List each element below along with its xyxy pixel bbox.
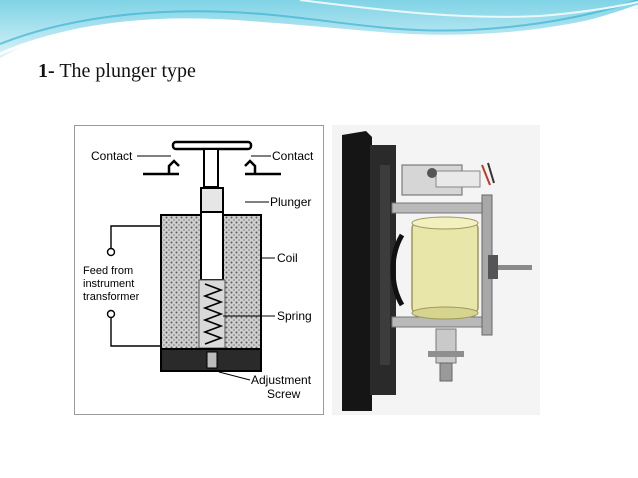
heading-text: The plunger type — [59, 60, 196, 82]
relay-photo — [332, 125, 540, 415]
label-plunger: Plunger — [270, 195, 311, 209]
adjustment-screw — [206, 351, 218, 369]
label-spring: Spring — [277, 309, 312, 323]
relay-coil — [411, 220, 479, 316]
spring — [202, 283, 224, 345]
plunger-relay-diagram: Contact Contact Plunger Coil Feed from i… — [74, 125, 324, 415]
feed-wire-top — [110, 225, 161, 248]
relay-photo-drawing — [332, 125, 540, 415]
contact-bar — [171, 140, 253, 151]
label-adjustment-2: Screw — [267, 387, 301, 401]
relay-base — [342, 131, 372, 411]
plunger-core — [200, 187, 224, 213]
contact-left-symbol — [143, 159, 180, 176]
label-coil: Coil — [277, 251, 298, 265]
feed-wire-bottom — [110, 318, 161, 347]
label-feed-3: transformer — [83, 291, 140, 303]
contact-right-symbol — [244, 159, 281, 176]
heading-number: 1- — [38, 60, 55, 82]
label-feed-1: Feed from — [83, 265, 133, 277]
label-adjustment-1: Adjustment — [251, 373, 312, 387]
diagram-drawing: Contact Contact Plunger Coil Feed from i… — [83, 140, 314, 401]
plunger-stem — [203, 148, 219, 188]
slide-heading: 1- The plunger type — [38, 60, 196, 83]
label-contact-left: Contact — [91, 149, 133, 163]
header-wave-decoration — [0, 0, 638, 58]
label-feed-2: instrument — [83, 278, 134, 290]
label-contact-right: Contact — [272, 149, 314, 163]
